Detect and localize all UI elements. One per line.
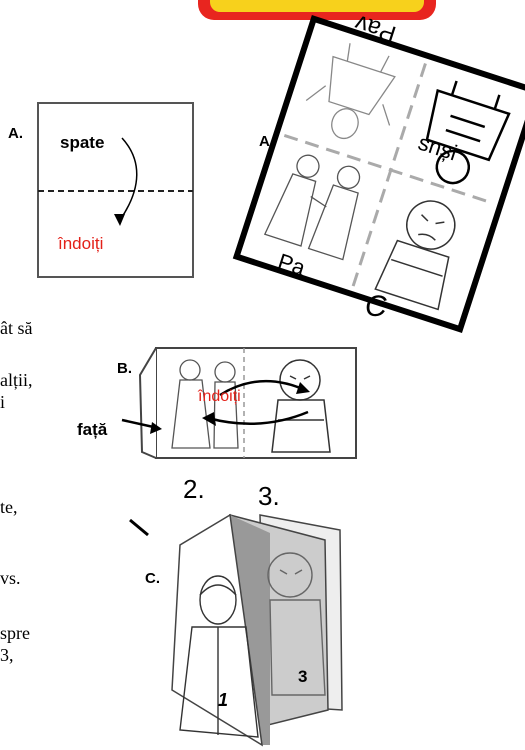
booklet-figure-boy (267, 552, 326, 696)
step-c-label: C. (145, 570, 160, 587)
booklet-panel (155, 347, 357, 459)
text-fragment-5: vs. (0, 568, 21, 588)
card-cut-line-v (351, 63, 427, 287)
cutout-card (232, 15, 525, 333)
figure-top-right (425, 80, 511, 185)
step-a-label: A. (8, 125, 23, 142)
back-label: spate (60, 133, 105, 152)
fold-arrow-b-top (219, 379, 306, 397)
fold-diagram-c (129, 513, 343, 747)
front-label: față (77, 420, 108, 439)
text-fragment-1: ât să (0, 318, 33, 338)
booklet-back-flap (138, 347, 157, 459)
fold-arrow-b-bottom (207, 410, 309, 425)
page-number-3: 3. (258, 481, 280, 511)
text-fragment-3: i (0, 392, 6, 412)
booklet-front-page (171, 513, 263, 747)
fold-arrow (119, 137, 138, 221)
booklet-figure-left (171, 359, 239, 449)
booklet-pointer (129, 518, 149, 537)
page-number-2: 2. (183, 474, 205, 504)
fold-diagram-a (37, 102, 194, 278)
fold-diagram-b (121, 347, 357, 459)
booklet-figure-jesus (179, 575, 259, 738)
title-banner (198, 0, 436, 20)
page-number-3-c: 3 (298, 667, 308, 686)
figure-bottom-right (374, 200, 456, 311)
title-banner-inner (210, 0, 424, 12)
card-corner-letter: C (365, 290, 387, 323)
fold-arrow-head (114, 214, 125, 226)
fold-label-a: îndoiți (58, 234, 104, 253)
booklet-shadow (230, 515, 270, 745)
text-fragment-7: 3, (0, 645, 14, 665)
card-label: A. (259, 133, 274, 150)
fold-label-b: îndoiți (198, 388, 241, 405)
figure-bottom-left (263, 154, 361, 261)
front-arrow-head (150, 422, 162, 434)
figure-top-left (305, 43, 396, 140)
text-fragment-6: spre (0, 623, 30, 643)
fold-arrow-b-bottom-head (202, 412, 216, 426)
step-b-label: B. (117, 360, 132, 377)
card-frame (232, 15, 525, 333)
text-fragment-2: alții, (0, 370, 33, 390)
fold-arrow-b-top-head (296, 382, 310, 394)
page-number-1: 1 (218, 690, 229, 710)
text-fragment-4: te, (0, 497, 18, 517)
